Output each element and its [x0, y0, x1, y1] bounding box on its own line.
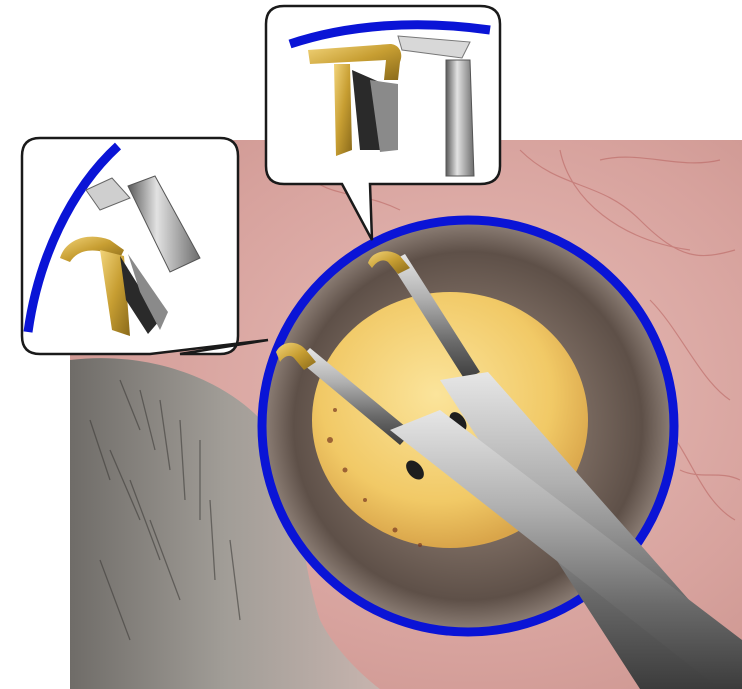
callout-left [22, 138, 268, 354]
